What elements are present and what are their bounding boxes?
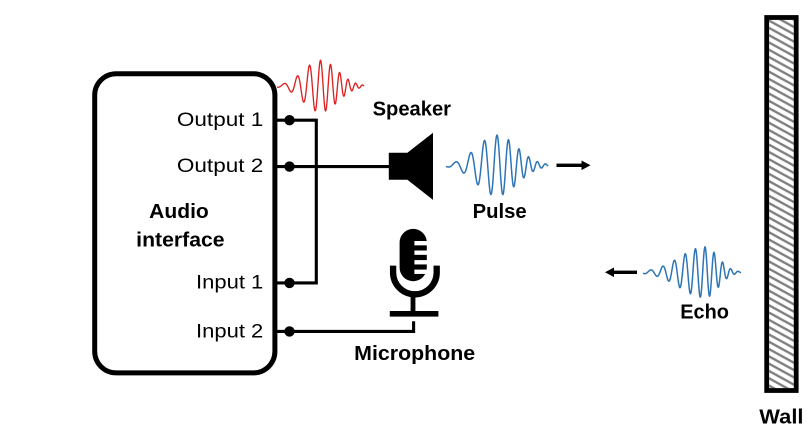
- svg-text:Pulse: Pulse: [473, 200, 527, 223]
- svg-text:Output 2: Output 2: [177, 156, 263, 177]
- svg-text:Wall: Wall: [759, 406, 803, 429]
- svg-text:Speaker: Speaker: [373, 98, 451, 121]
- svg-text:interface: interface: [136, 228, 224, 251]
- svg-text:Output 1: Output 1: [177, 110, 263, 131]
- svg-text:Echo: Echo: [680, 301, 729, 324]
- svg-text:Microphone: Microphone: [354, 342, 475, 365]
- svg-text:Audio: Audio: [149, 200, 209, 223]
- svg-text:Input 2: Input 2: [196, 322, 263, 343]
- svg-text:Input 1: Input 1: [196, 273, 263, 294]
